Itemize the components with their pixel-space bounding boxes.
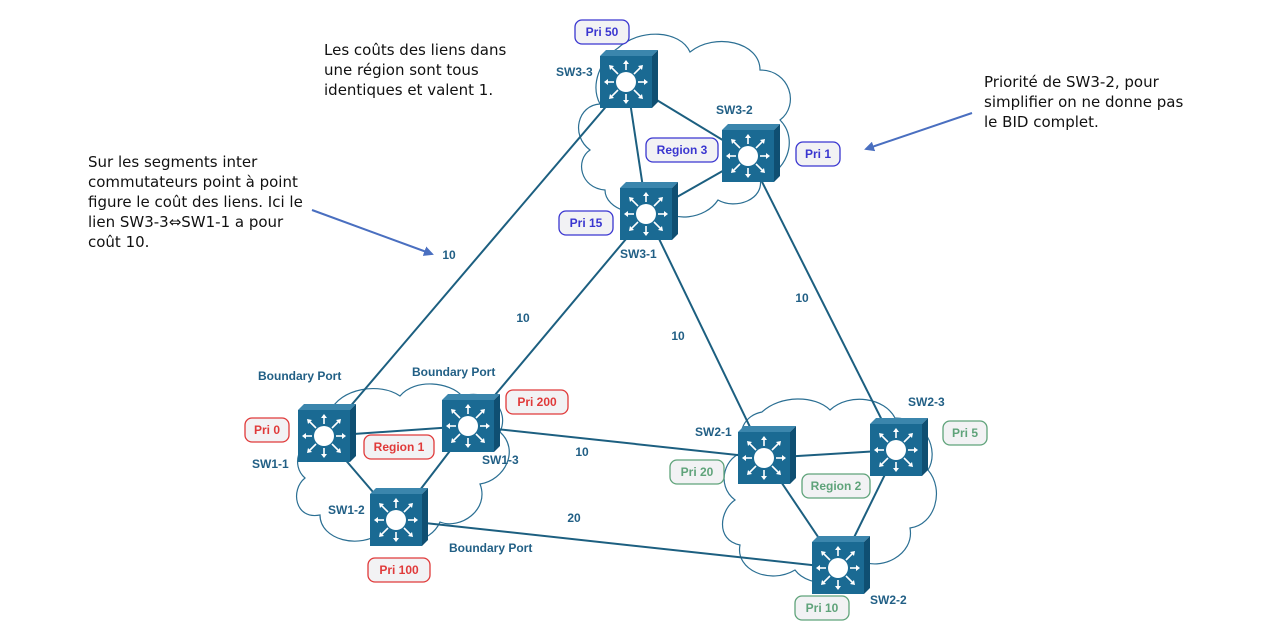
annotation-arrow-cost bbox=[311, 209, 434, 256]
priority-text: Pri 5 bbox=[952, 426, 978, 440]
layer3-switch-icon bbox=[811, 535, 871, 595]
link-cost-label: 10 bbox=[671, 329, 685, 343]
switch-sw2-3[interactable] bbox=[869, 417, 929, 477]
priority-badge: Pri 50 bbox=[574, 19, 630, 45]
switch-sw3-2[interactable] bbox=[721, 123, 781, 183]
priority-badge: Pri 200 bbox=[505, 389, 569, 415]
inter-switch-cost-note: Sur les segments inter commutateurs poin… bbox=[88, 153, 303, 251]
annotation-arrows bbox=[311, 112, 973, 256]
switch-sw3-1[interactable] bbox=[619, 181, 679, 241]
layer3-switch-icon bbox=[599, 49, 659, 109]
link-SW3-1-SW2-1 bbox=[646, 213, 766, 459]
priority-note: Priorité de SW3-2, pour simplifier on ne… bbox=[984, 73, 1184, 131]
switch-sw3-3[interactable] bbox=[599, 49, 659, 109]
switch-name-label: SW3-3 bbox=[556, 65, 593, 79]
switch-name-label: SW2-1 bbox=[695, 425, 732, 439]
link-cost-label: 10 bbox=[795, 291, 809, 305]
priority-badge: Pri 20 bbox=[669, 459, 725, 485]
switch-name-label: SW2-3 bbox=[908, 395, 945, 409]
switch-name-label: SW1-2 bbox=[328, 503, 365, 517]
link-SW1-3-SW2-1 bbox=[468, 425, 766, 459]
link-cost-label: 10 bbox=[516, 311, 530, 325]
switch-name-label: SW1-1 bbox=[252, 457, 289, 471]
link-cost-label: 10 bbox=[442, 248, 456, 262]
priority-badge: Pri 10 bbox=[794, 595, 850, 621]
switch-sw1-1[interactable] bbox=[297, 403, 357, 463]
region-label-text: Region 1 bbox=[374, 440, 425, 454]
switch-sw2-2[interactable] bbox=[811, 535, 871, 595]
link-cost-label: 10 bbox=[575, 445, 589, 459]
region-label-r3: Region 3 bbox=[645, 137, 719, 163]
link-SW3-2-SW2-3 bbox=[748, 155, 898, 451]
region-label-r1: Region 1 bbox=[363, 434, 435, 460]
link-SW3-3-SW1-1 bbox=[324, 81, 628, 437]
priority-text: Pri 200 bbox=[517, 395, 557, 409]
priority-text: Pri 100 bbox=[379, 563, 419, 577]
boundary-port-label: Boundary Port bbox=[412, 365, 495, 379]
layer3-switch-icon bbox=[619, 181, 679, 241]
layer3-switch-icon bbox=[297, 403, 357, 463]
region-cost-note: Les coûts des liens dans une région sont… bbox=[324, 41, 507, 99]
boundary-port-label: Boundary Port bbox=[449, 541, 532, 555]
priority-badge: Pri 0 bbox=[244, 417, 290, 443]
priority-badge: Pri 1 bbox=[795, 141, 841, 167]
region-label-text: Region 3 bbox=[657, 143, 708, 157]
region-label-r2: Region 2 bbox=[801, 473, 871, 499]
priority-badge: Pri 100 bbox=[367, 557, 431, 583]
link-cost-label: 20 bbox=[567, 511, 581, 525]
priority-text: Pri 10 bbox=[806, 601, 839, 615]
layer3-switch-icon bbox=[869, 417, 929, 477]
priority-text: Pri 15 bbox=[570, 216, 603, 230]
link-SW1-2-SW2-2 bbox=[396, 519, 840, 569]
priority-text: Pri 1 bbox=[805, 147, 831, 161]
region-label-text: Region 2 bbox=[811, 479, 862, 493]
priority-badge: Pri 15 bbox=[558, 210, 614, 236]
switch-sw1-3[interactable] bbox=[441, 393, 501, 453]
switch-name-label: SW1-3 bbox=[482, 453, 519, 467]
switch-name-label: SW3-1 bbox=[620, 247, 657, 261]
switch-sw1-2[interactable] bbox=[369, 487, 429, 547]
priority-text: Pri 20 bbox=[681, 465, 714, 479]
priority-badge: Pri 5 bbox=[942, 420, 988, 446]
switch-sw2-1[interactable] bbox=[737, 425, 797, 485]
priority-text: Pri 0 bbox=[254, 423, 280, 437]
annotation-arrow-priority bbox=[864, 112, 973, 152]
layer3-switch-icon bbox=[737, 425, 797, 485]
priority-text: Pri 50 bbox=[586, 25, 619, 39]
link-SW3-1-SW1-3 bbox=[468, 213, 648, 427]
layer3-switch-icon bbox=[369, 487, 429, 547]
boundary-port-label: Boundary Port bbox=[258, 369, 341, 383]
layer3-switch-icon bbox=[721, 123, 781, 183]
switch-name-label: SW2-2 bbox=[870, 593, 907, 607]
layer3-switch-icon bbox=[441, 393, 501, 453]
switch-name-label: SW3-2 bbox=[716, 103, 753, 117]
